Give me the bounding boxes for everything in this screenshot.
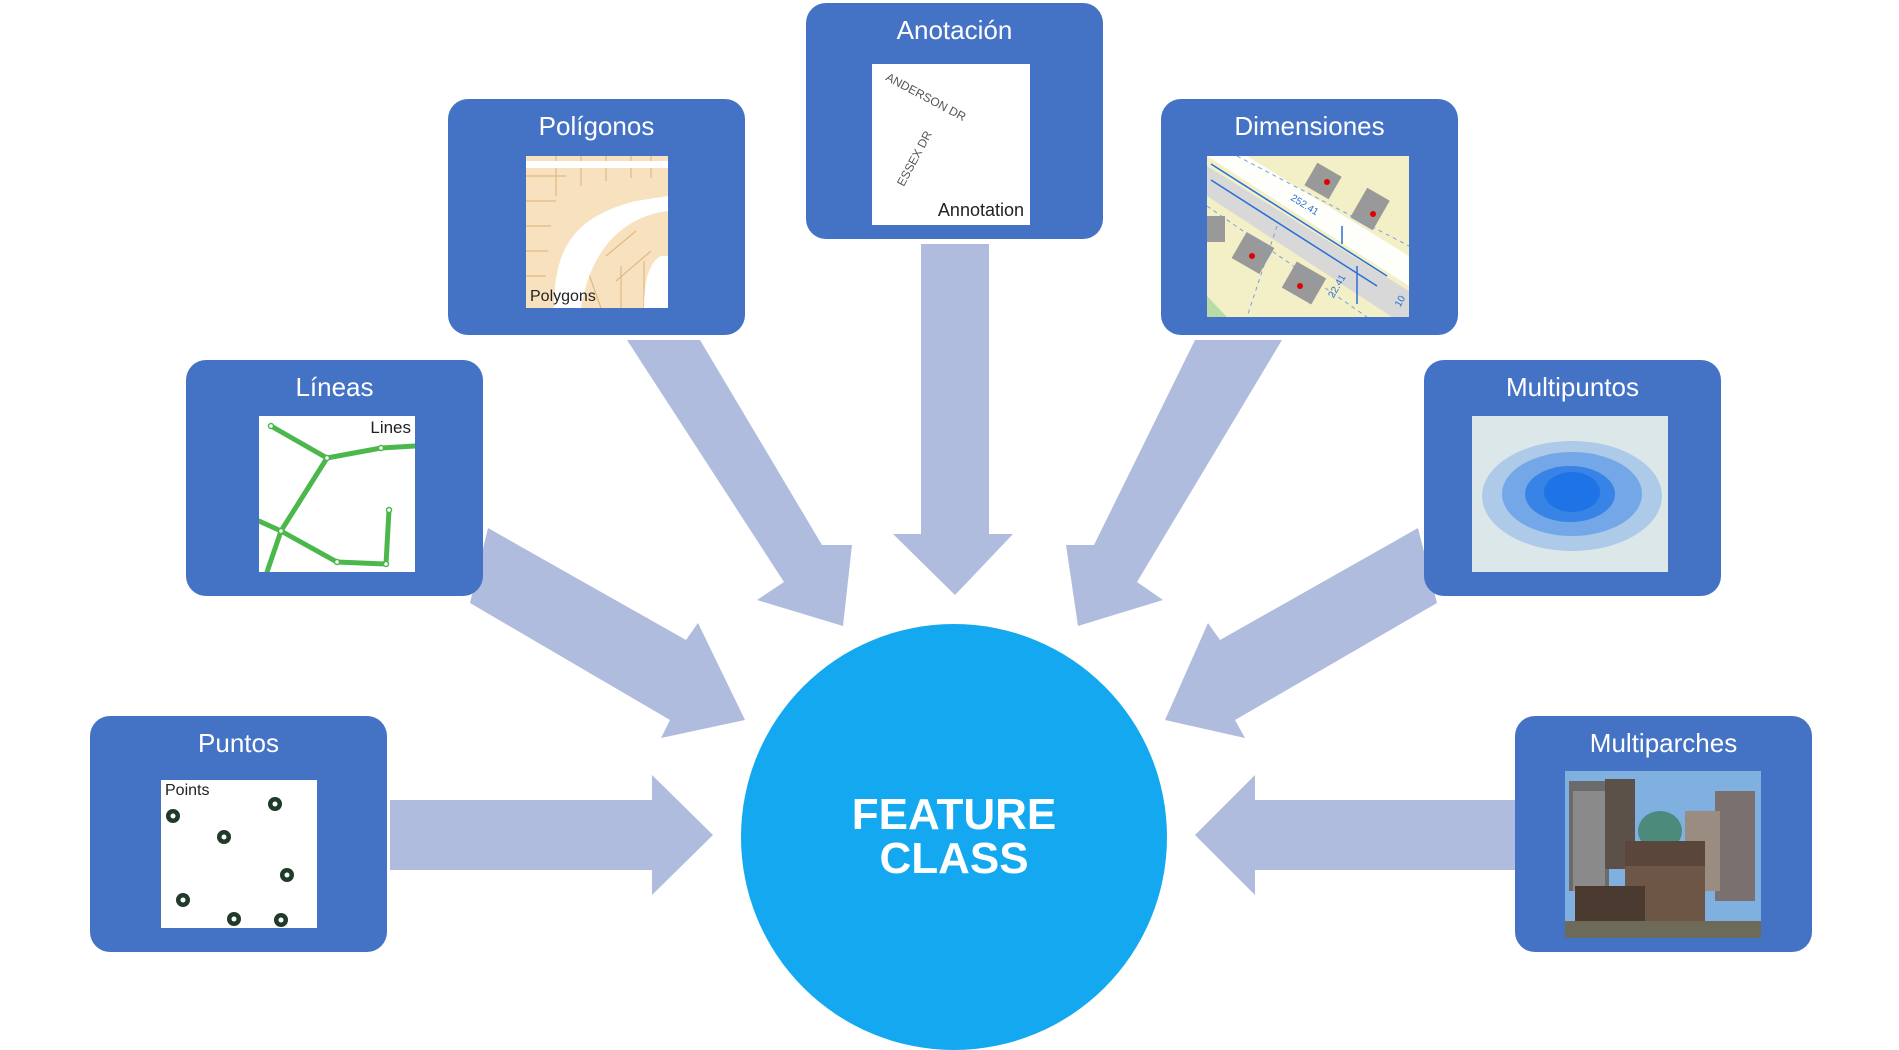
box-title-multiparches: Multiparches <box>1589 728 1738 758</box>
street-label-essex: ESSEX DR <box>894 128 935 189</box>
box-dimensiones: Dimensiones <box>1161 99 1458 335</box>
lines-thumbnail: Lines <box>259 416 415 572</box>
box-title-lineas: Líneas <box>295 372 374 402</box>
multipatch-graphic <box>1565 771 1761 938</box>
multipoints-graphic <box>1472 416 1668 572</box>
box-title-anotacion: Anotación <box>896 15 1013 45</box>
arrow-from-lineas <box>470 528 745 738</box>
polygons-image-label: Polygons <box>530 288 596 305</box>
arrow-from-anotacion <box>893 244 1013 595</box>
street-label-anderson: ANDERSON DR <box>883 70 969 124</box>
annotation-image-label: Annotation <box>937 200 1024 220</box>
arrow-from-puntos <box>390 775 713 895</box>
feature-class-circle: FEATURE CLASS <box>741 624 1167 1050</box>
box-poligonos: Polígonos Polygons <box>448 99 745 335</box>
arrow-from-multiparches <box>1195 775 1518 895</box>
box-anotacion: Anotación ANDERSON DR ESSEX DR Annotatio… <box>806 3 1103 239</box>
arrow-from-multipuntos <box>1165 528 1437 738</box>
box-multiparches: Multiparches <box>1515 716 1812 952</box>
dimensions-graphic <box>1207 156 1409 317</box>
box-multipuntos: Multipuntos <box>1424 360 1721 596</box>
lines-graphic <box>259 422 415 572</box>
arrow-from-poligonos <box>627 340 852 626</box>
polygons-thumbnail: Polygons <box>526 156 668 308</box>
multipatch-thumbnail <box>1565 771 1761 938</box>
annotation-thumbnail: ANDERSON DR ESSEX DR Annotation <box>872 64 1030 225</box>
points-image-label: Points <box>165 782 210 799</box>
multipoints-thumbnail <box>1472 416 1668 572</box>
box-title-poligonos: Polígonos <box>538 111 655 141</box>
polygons-graphic <box>526 156 668 308</box>
box-lineas: Líneas Lines <box>186 360 483 596</box>
box-title-multipuntos: Multipuntos <box>1506 372 1639 402</box>
center-title-line2: CLASS <box>879 834 1029 883</box>
box-title-puntos: Puntos <box>198 728 279 758</box>
box-title-dimensiones: Dimensiones <box>1234 111 1385 141</box>
lines-image-label: Lines <box>370 418 411 437</box>
points-thumbnail: Points <box>161 780 317 928</box>
arrow-from-dimensiones <box>1066 340 1282 626</box>
dimensions-thumbnail: 252.41 22.41 10 <box>1207 156 1409 317</box>
points-graphic <box>166 797 294 927</box>
center-title-line1: FEATURE <box>851 790 1057 839</box>
box-puntos: Puntos Points <box>90 716 387 952</box>
